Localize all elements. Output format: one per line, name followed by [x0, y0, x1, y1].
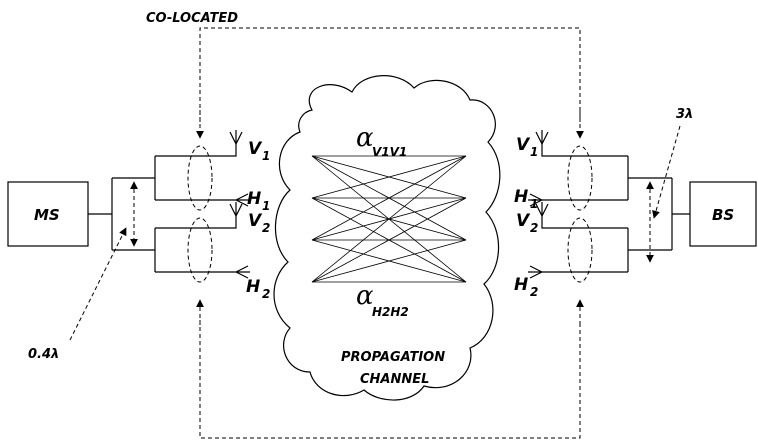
- right-v2-label: V: [516, 211, 531, 231]
- alpha-v1v1-symbol: α: [356, 123, 374, 153]
- left-v2-subscript: 2: [262, 221, 270, 235]
- right-h1-label: H: [514, 187, 528, 207]
- co-located-label: CO-LOCATED: [146, 11, 238, 26]
- propagation-cloud: [273, 75, 501, 401]
- left-h1-subscript: 1: [262, 199, 270, 213]
- ms-spacing-pointer: [69, 227, 127, 341]
- co-located-frame: [199, 27, 581, 439]
- right-h1-subscript: 1: [530, 197, 538, 211]
- right-v2-subscript: 2: [530, 221, 538, 235]
- bs-label: BS: [712, 206, 734, 224]
- right-v1-label: V: [516, 135, 531, 155]
- alpha-v1v1-subscript: V1V1: [372, 145, 407, 159]
- right-antenna-glyphs: [528, 130, 549, 279]
- left-h1-label: H: [247, 189, 261, 209]
- left-v2-label: V: [248, 211, 263, 231]
- co-located-arrows: [196, 110, 584, 325]
- left-v1-label: V: [248, 139, 263, 159]
- ms-label: MS: [34, 206, 60, 224]
- left-feed-network: [88, 144, 237, 273]
- left-h2-subscript: 2: [262, 287, 270, 301]
- propagation-label: PROPAGATION: [341, 350, 445, 365]
- channel-label: CHANNEL: [360, 372, 429, 387]
- left-h2-label: H: [246, 277, 260, 297]
- right-feed-network: [541, 144, 690, 273]
- ms-spacing-label: 0.4λ: [28, 347, 59, 362]
- alpha-h2h2-symbol: α: [356, 281, 374, 311]
- right-v1-subscript: 1: [530, 145, 538, 159]
- left-v1-subscript: 1: [262, 149, 270, 163]
- right-h2-label: H: [514, 275, 528, 295]
- channel-cross-links: [311, 155, 467, 283]
- co-location-ellipses: [187, 145, 593, 283]
- left-antenna-glyphs: [229, 130, 250, 279]
- alpha-h2h2-subscript: H2H2: [372, 305, 409, 319]
- bs-spacing-label: 3λ: [676, 107, 693, 122]
- bs-spacing-pointer: [652, 125, 681, 219]
- right-h2-subscript: 2: [530, 285, 538, 299]
